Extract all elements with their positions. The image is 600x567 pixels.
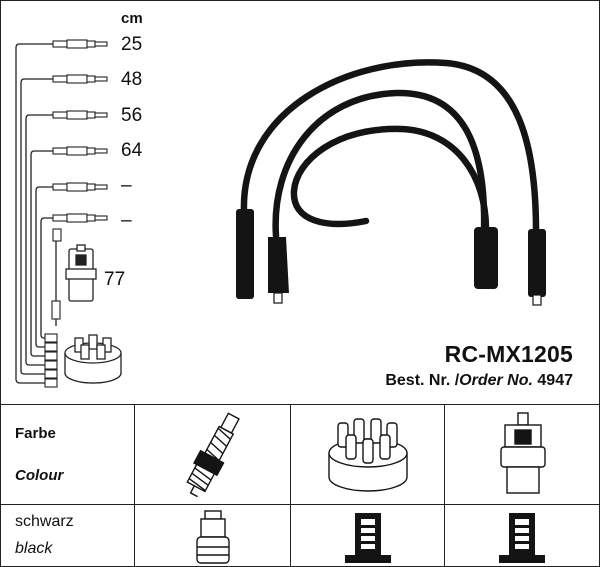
- order-number-line: Best. Nr. /Order No. 4947: [385, 372, 573, 390]
- model-number: RC-MX1205: [444, 341, 573, 367]
- spark-plug-icon: [186, 412, 240, 498]
- length-label-6: –: [121, 210, 132, 231]
- cable-set-illustration: [236, 59, 546, 306]
- length-label-1: 25: [121, 34, 143, 55]
- wiring-schematic: [15, 39, 122, 388]
- coil-boot-cell: [445, 505, 599, 567]
- ignition-coil-icon: [500, 412, 546, 494]
- distributor-cap-icon: [328, 418, 408, 492]
- unit-label: cm: [121, 10, 143, 27]
- color-de-label: schwarz: [15, 513, 74, 530]
- cap-boot-cell: [291, 505, 445, 567]
- coil-length-label: 77: [104, 269, 126, 290]
- plug-boot-cell: [135, 505, 291, 567]
- spark-plug-cell: [135, 405, 291, 505]
- order-number: 4947: [537, 372, 573, 389]
- coil-boot-icon: [499, 513, 545, 563]
- farbe-label: Farbe: [15, 425, 56, 442]
- ignition-coil-cell: [445, 405, 599, 505]
- spec-table: Farbe Colour: [1, 404, 599, 567]
- distributor-cap-cell: [291, 405, 445, 505]
- cap-boot-icon: [345, 513, 391, 563]
- upper-panel: cm 25 48 56 64 – – 77: [1, 1, 599, 404]
- length-label-3: 56: [121, 105, 143, 126]
- color-en-label: black: [15, 540, 53, 557]
- plug-boot-icon: [196, 510, 230, 564]
- colour-header-cell: Farbe Colour: [1, 405, 135, 505]
- order-label: Order No.: [459, 372, 533, 389]
- length-label-4: 64: [121, 140, 143, 161]
- colour-label: Colour: [15, 467, 64, 484]
- colour-value-cell: schwarz black: [1, 505, 135, 567]
- order-prefix: Best. Nr. /: [385, 372, 460, 389]
- length-label-5: –: [121, 175, 132, 196]
- length-label-2: 48: [121, 69, 143, 90]
